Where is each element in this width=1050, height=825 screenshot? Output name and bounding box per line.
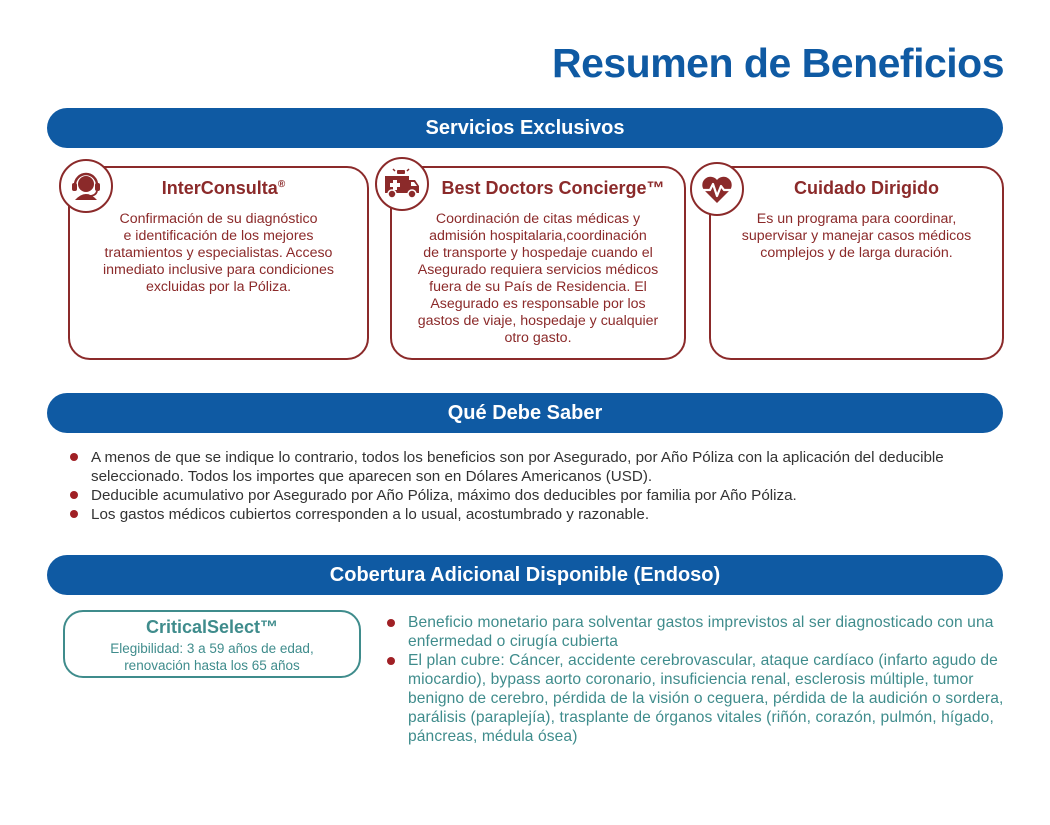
ambulance-icon bbox=[375, 157, 429, 211]
what-to-know-list: A menos de que se indique lo contrario, … bbox=[68, 448, 968, 524]
list-item: Beneficio monetario para solventar gasto… bbox=[385, 613, 1010, 651]
card-description: Coordinación de citas médicas y admisión… bbox=[417, 211, 659, 346]
additional-coverage-list: Beneficio monetario para solventar gasto… bbox=[385, 613, 1010, 746]
card-description: Confirmación de su diagnóstico e identif… bbox=[102, 211, 335, 295]
card-description: Es un programa para coordinar, supervisa… bbox=[741, 211, 972, 261]
criticalselect-box: CriticalSelect™ Elegibilidad: 3 a 59 año… bbox=[63, 610, 361, 678]
criticalselect-title: CriticalSelect™ bbox=[145, 617, 279, 637]
list-item: A menos de que se indique lo contrario, … bbox=[68, 448, 968, 486]
benefit-card-concierge: Best Doctors Concierge™ Coordinación de … bbox=[390, 166, 686, 360]
section-header-additional-coverage: Cobertura Adicional Disponible (Endoso) bbox=[47, 555, 1003, 595]
card-title: Cuidado Dirigido bbox=[794, 178, 939, 198]
page-title: Resumen de Beneficios bbox=[551, 40, 1005, 86]
list-item: Los gastos médicos cubiertos corresponde… bbox=[68, 505, 968, 524]
benefit-card-interconsulta: InterConsulta® Confirmación de su diagnó… bbox=[68, 166, 369, 360]
section-header-exclusive-services: Servicios Exclusivos bbox=[47, 108, 1003, 148]
heartbeat-icon bbox=[690, 162, 744, 216]
card-title: Best Doctors Concierge™ bbox=[441, 178, 665, 198]
benefit-card-managed-care: Cuidado Dirigido Es un programa para coo… bbox=[709, 166, 1004, 360]
card-title: InterConsulta® bbox=[161, 178, 286, 198]
criticalselect-eligibility: Elegibilidad: 3 a 59 años de edad, renov… bbox=[110, 641, 314, 673]
list-item: El plan cubre: Cáncer, accidente cerebro… bbox=[385, 651, 1010, 746]
section-header-what-to-know: Qué Debe Saber bbox=[47, 393, 1003, 433]
list-item: Deducible acumulativo por Asegurado por … bbox=[68, 486, 968, 505]
headset-icon bbox=[59, 159, 113, 213]
